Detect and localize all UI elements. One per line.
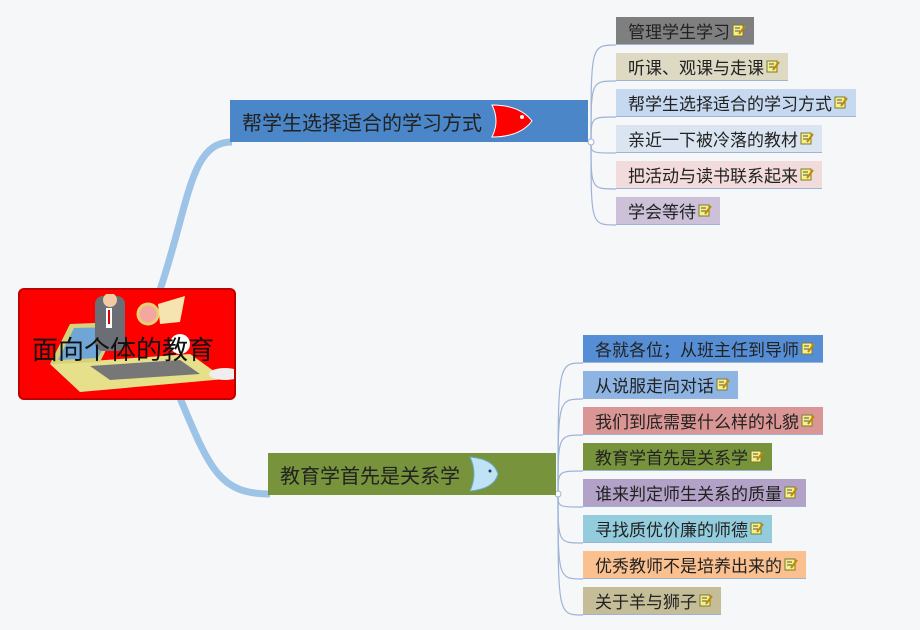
note-icon[interactable]	[699, 594, 713, 607]
branch-label: 教育学首先是关系学	[280, 463, 460, 488]
child-topic-label: 把活动与读书联系起来	[628, 167, 798, 187]
child-topic-label: 关于羊与狮子	[595, 593, 697, 613]
child-topic-label: 管理学生学习	[628, 23, 730, 43]
child-topic-label: 我们到底需要什么样的礼貌	[595, 413, 799, 433]
child-topic[interactable]: 帮学生选择适合的学习方式	[616, 89, 856, 117]
branch-node-relationship[interactable]: 教育学首先是关系学	[268, 453, 556, 495]
child-topic[interactable]: 各就各位；从班主任到导师	[583, 335, 823, 363]
child-topic[interactable]: 亲近一下被冷落的教材	[616, 125, 822, 153]
businessman-laptop-illustration	[50, 294, 234, 392]
child-topic[interactable]: 关于羊与狮子	[583, 587, 721, 615]
note-icon[interactable]	[732, 24, 746, 37]
child-topic[interactable]: 优秀教师不是培养出来的	[583, 551, 806, 579]
child-topic[interactable]: 我们到底需要什么样的礼貌	[583, 407, 823, 435]
root-label: 面向个体的教育	[32, 336, 215, 366]
child-topic[interactable]: 从说服走向对话	[583, 371, 738, 399]
child-topic-label: 听课、观课与走课	[628, 59, 764, 79]
note-icon[interactable]	[766, 60, 780, 73]
child-topic[interactable]: 寻找质优价廉的师德	[583, 515, 772, 543]
root-node[interactable]: 面向个体的教育	[18, 288, 236, 400]
child-topic-label: 各就各位；从班主任到导师	[595, 341, 799, 361]
child-topic-label: 优秀教师不是培养出来的	[595, 557, 782, 577]
note-icon[interactable]	[801, 414, 815, 427]
note-icon[interactable]	[800, 168, 814, 181]
child-topic-label: 亲近一下被冷落的教材	[628, 131, 798, 151]
child-topic[interactable]: 把活动与读书联系起来	[616, 161, 822, 189]
child-topic[interactable]: 听课、观课与走课	[616, 53, 788, 81]
child-topic[interactable]: 管理学生学习	[616, 17, 754, 45]
child-topic-label: 帮学生选择适合的学习方式	[628, 95, 832, 115]
red-fish-icon	[491, 104, 533, 138]
note-icon[interactable]	[750, 450, 764, 463]
child-topic[interactable]: 教育学首先是关系学	[583, 443, 772, 471]
branch-label: 帮学生选择适合的学习方式	[242, 110, 482, 135]
note-icon[interactable]	[800, 132, 814, 145]
child-topic[interactable]: 学会等待	[616, 197, 720, 225]
note-icon[interactable]	[784, 558, 798, 571]
note-icon[interactable]	[698, 204, 712, 217]
child-topic[interactable]: 谁来判定师生关系的质量	[583, 479, 806, 507]
child-topic-label: 教育学首先是关系学	[595, 449, 748, 469]
note-icon[interactable]	[750, 522, 764, 535]
note-icon[interactable]	[801, 342, 815, 355]
note-icon[interactable]	[784, 486, 798, 499]
child-topic-label: 谁来判定师生关系的质量	[595, 485, 782, 505]
child-topic-label: 从说服走向对话	[595, 377, 714, 397]
branch-node-learning-methods[interactable]: 帮学生选择适合的学习方式	[230, 100, 588, 142]
note-icon[interactable]	[834, 96, 848, 109]
blue-fish-icon	[469, 456, 499, 492]
note-icon[interactable]	[716, 378, 730, 391]
child-topic-label: 寻找质优价廉的师德	[595, 521, 748, 541]
child-topic-label: 学会等待	[628, 203, 696, 223]
